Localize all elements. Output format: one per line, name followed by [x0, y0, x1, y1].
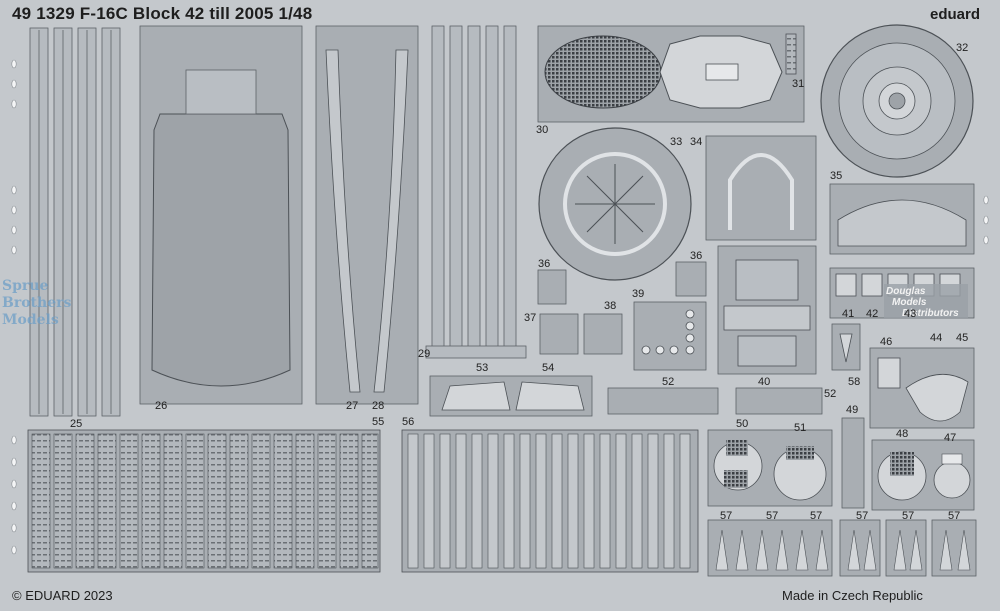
parts-50-51 [707, 429, 833, 507]
distributor-watermark-line-3: Distributors [902, 308, 959, 319]
part-number-46: 46 [880, 336, 893, 348]
part-number-57-a: 57 [720, 510, 733, 522]
left-edge-holes [11, 59, 989, 555]
part-number-30: 30 [536, 124, 549, 136]
parts-48-47 [871, 439, 975, 511]
part-number-27: 27 [346, 400, 359, 412]
parts-57 [707, 519, 977, 577]
part-number-40: 40 [758, 376, 771, 388]
part-27-28-panel [315, 25, 419, 405]
part-number-38: 38 [604, 300, 617, 312]
part-number-56: 56 [402, 416, 415, 428]
part-46 [869, 347, 975, 429]
part-center-frame [717, 245, 817, 375]
part-number-52-right: 52 [824, 388, 837, 400]
part-number-45: 45 [956, 332, 969, 344]
part-34 [705, 135, 817, 241]
part-number-41: 41 [842, 308, 855, 320]
seller-watermark-line-3: Models [2, 312, 59, 328]
part-number-35: 35 [830, 170, 843, 182]
part-number-50: 50 [736, 418, 749, 430]
part-number-54: 54 [542, 362, 555, 374]
part-number-57-c: 57 [810, 510, 823, 522]
part-number-28: 28 [372, 400, 385, 412]
part-number-44: 44 [930, 332, 943, 344]
part-25-strips [29, 27, 121, 417]
part-number-39: 39 [632, 288, 645, 300]
seller-watermark-line-2: Brothers [2, 295, 72, 311]
part-32-disc [820, 24, 974, 178]
part-number-47: 47 [944, 432, 957, 444]
origin-text: Made in Czech Republic [782, 588, 923, 603]
part-number-29: 29 [418, 348, 431, 360]
part-30-31 [537, 25, 805, 123]
part-number-48: 48 [896, 428, 909, 440]
part-number-34: 34 [690, 136, 703, 148]
part-35 [829, 183, 975, 255]
part-number-33: 33 [670, 136, 683, 148]
part-number-57-e: 57 [902, 510, 915, 522]
copyright-text: © EDUARD 2023 [12, 588, 113, 603]
part-49 [841, 417, 865, 509]
part-number-37: 37 [524, 312, 537, 324]
part-number-51: 51 [794, 422, 807, 434]
part-number-55: 55 [372, 416, 385, 428]
part-58 [831, 323, 861, 371]
part-number-58: 58 [848, 376, 861, 388]
fret-title: 49 1329 F-16C Block 42 till 2005 1/48 [12, 4, 313, 23]
part-29-strips [431, 25, 517, 357]
brand-logo-text: eduard [930, 6, 981, 23]
parts-53-54 [429, 375, 593, 417]
part-number-36-right: 36 [690, 250, 703, 262]
part-number-32: 32 [956, 42, 969, 54]
part-number-43: 43 [904, 308, 917, 320]
part-number-36-left: 36 [538, 258, 551, 270]
part-number-53: 53 [476, 362, 489, 374]
part-number-42: 42 [866, 308, 879, 320]
part-number-26: 26 [155, 400, 168, 412]
parts-52-40-rows [607, 387, 823, 415]
seller-watermark-line-1: Sprue [2, 278, 49, 294]
part-number-49: 49 [846, 404, 859, 416]
distributor-watermark-line-2: Models [892, 297, 927, 308]
part-number-57-f: 57 [948, 510, 961, 522]
part-33-disc [538, 127, 692, 281]
part-26-panel [139, 25, 303, 405]
part-number-25: 25 [70, 418, 83, 430]
distributor-watermark-line-1: Douglas [886, 286, 926, 297]
part-number-31: 31 [792, 78, 805, 90]
part-number-52-left: 52 [662, 376, 675, 388]
part-number-57-d: 57 [856, 510, 869, 522]
part-number-57-b: 57 [766, 510, 779, 522]
